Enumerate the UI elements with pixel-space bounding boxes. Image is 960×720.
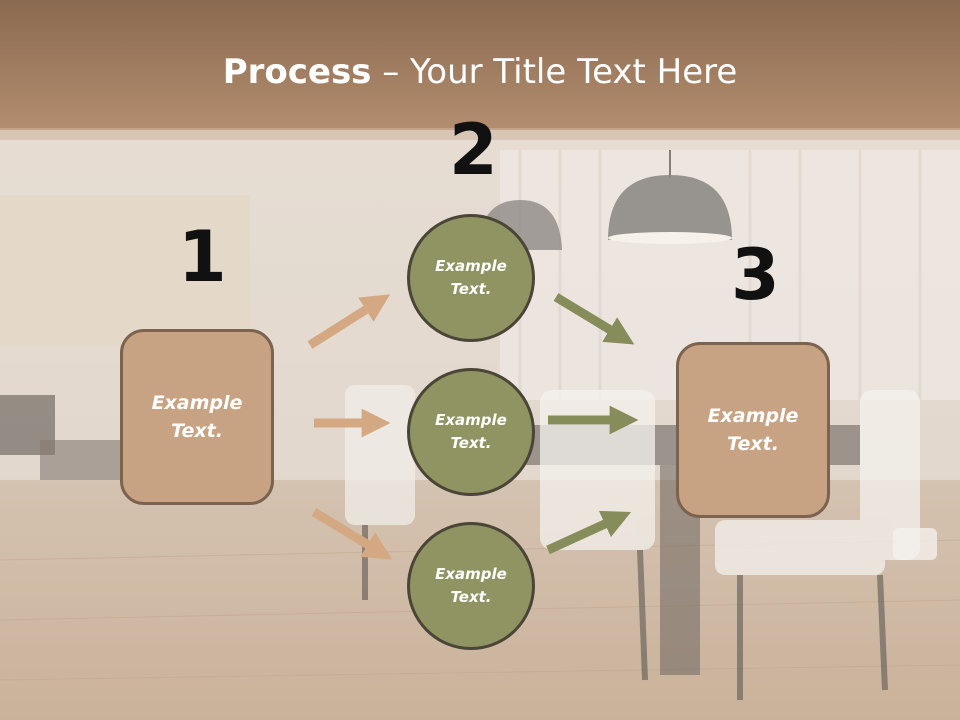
step-number-1: 1 <box>178 216 227 298</box>
arrow-box1-to-circle1 <box>307 294 391 349</box>
arrow-circle3-to-box3 <box>546 510 632 555</box>
circle-bottom: Example Text. <box>407 522 535 650</box>
circle-top: Example Text. <box>407 214 535 342</box>
step-1-box: Example Text. <box>120 329 274 505</box>
step-number-2: 2 <box>449 109 498 191</box>
title-rest: – Your Title Text Here <box>371 52 738 92</box>
circle-bottom-text: Example Text. <box>435 564 507 606</box>
title-bold-part: Process <box>222 52 372 92</box>
arrow-circle1-to-box3 <box>553 293 635 345</box>
step-3-box-text: Example Text. <box>707 404 799 456</box>
circle-middle-text: Example Text. <box>435 410 507 452</box>
step-3-box: Example Text. <box>676 342 830 518</box>
arrow-box1-to-circle3 <box>311 508 393 560</box>
slide-title: Process – Your Title Text Here <box>0 52 960 92</box>
step-1-box-text: Example Text. <box>151 391 243 443</box>
circle-middle: Example Text. <box>407 368 535 496</box>
step-number-3: 3 <box>731 234 780 316</box>
circle-top-text: Example Text. <box>435 256 507 298</box>
